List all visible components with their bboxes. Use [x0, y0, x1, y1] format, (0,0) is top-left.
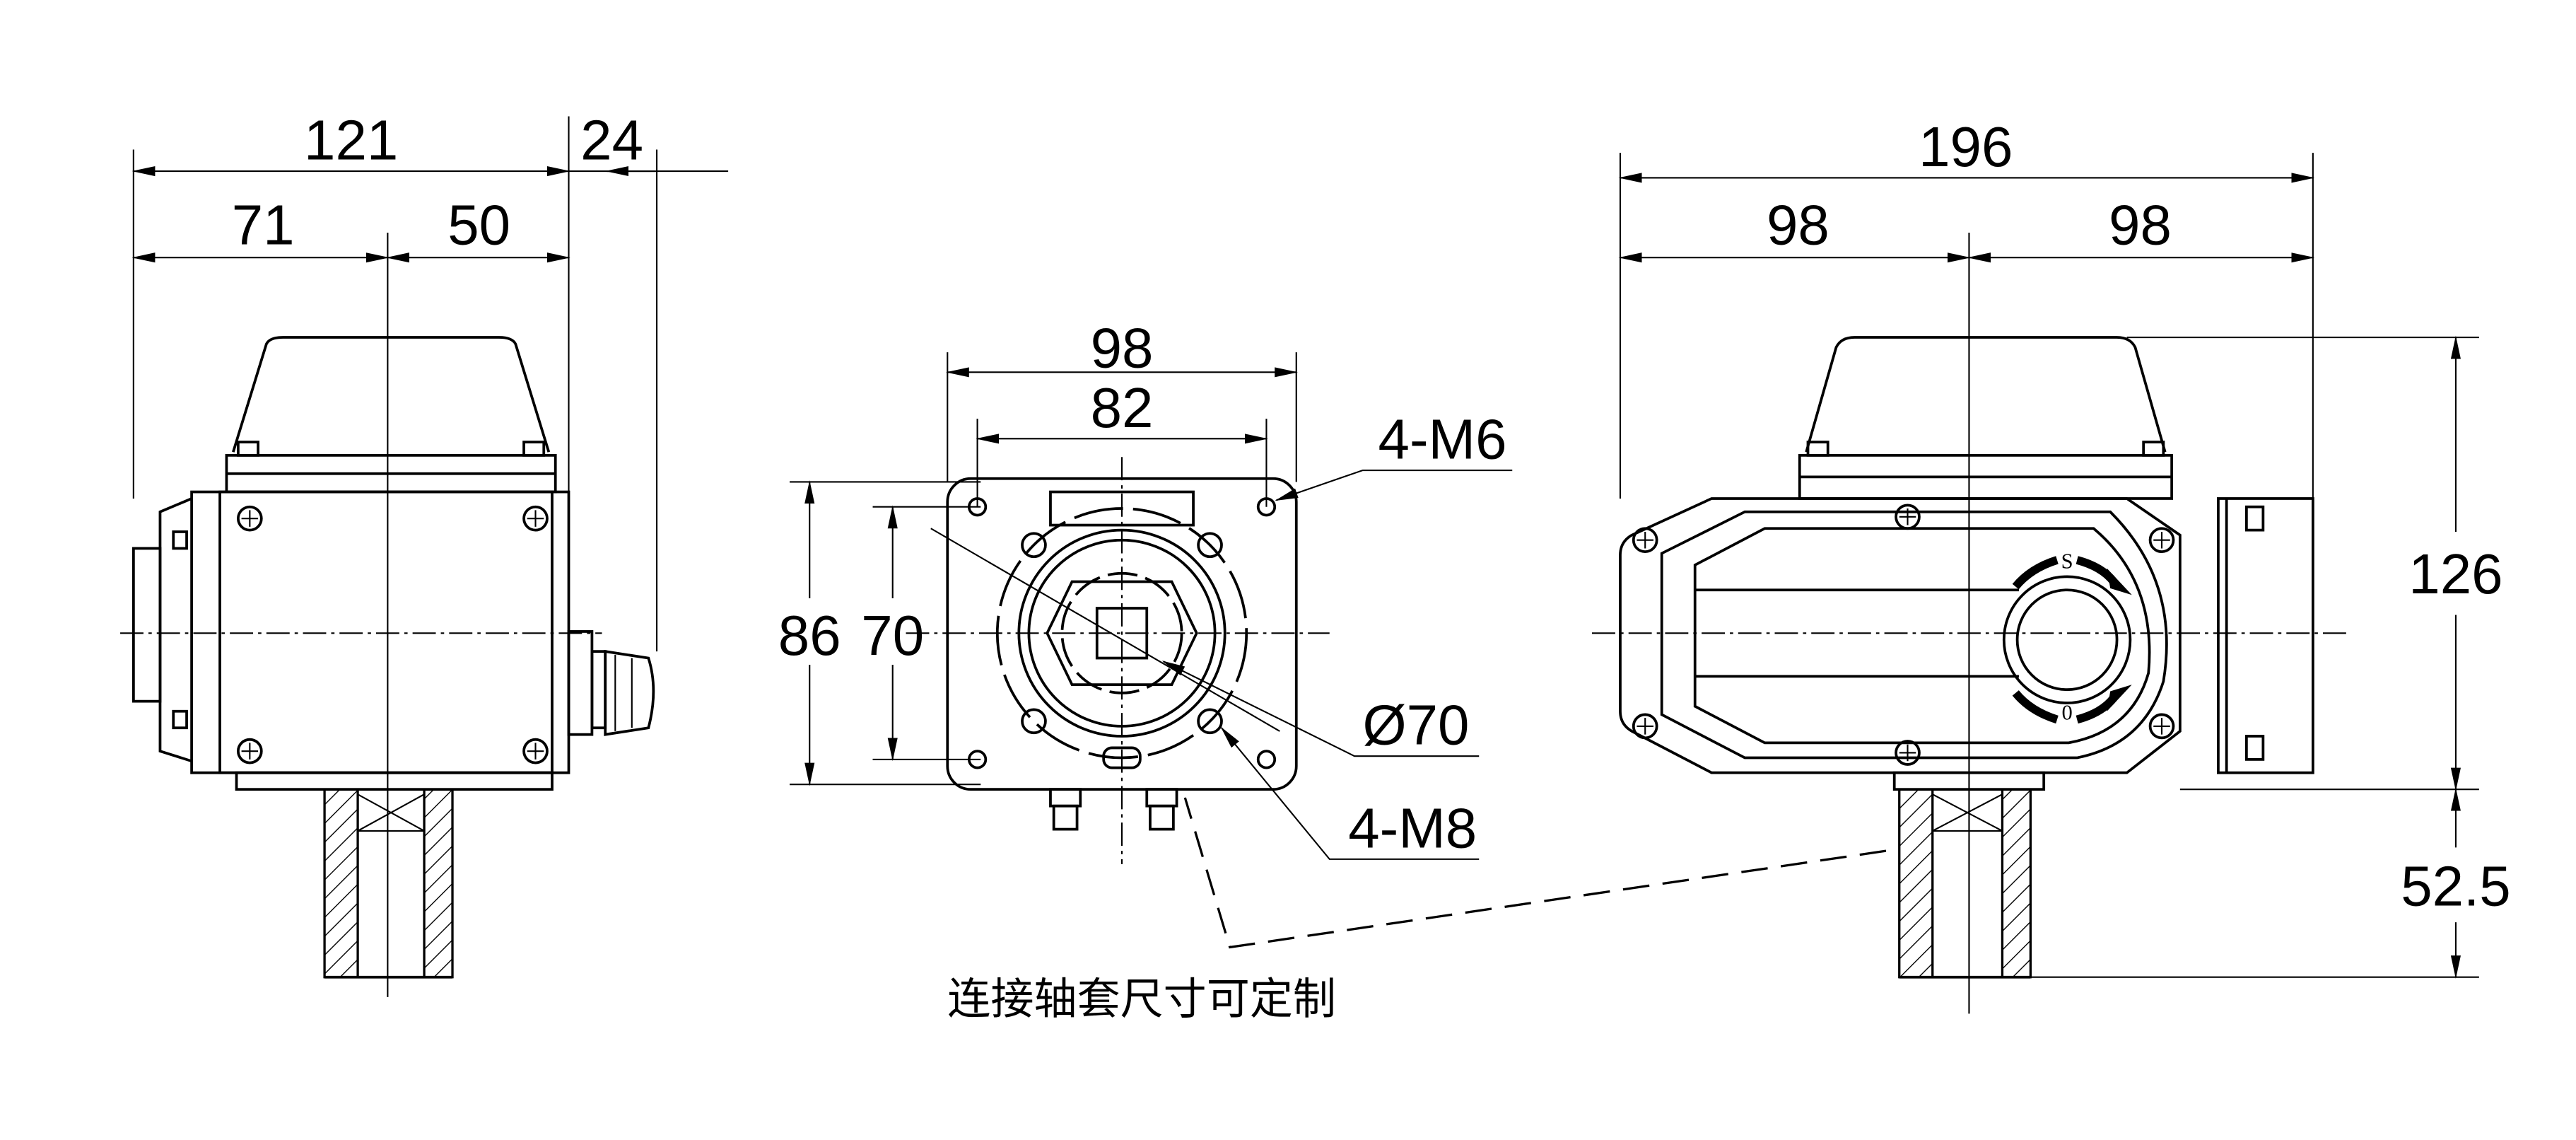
bolt-icon [1049, 788, 1082, 831]
dim-98-right: 98 [2109, 193, 2172, 256]
front-view: 196 98 98 126 52.5 S 0 [1592, 115, 2511, 1014]
dim-24: 24 [580, 109, 643, 172]
cable-gland [567, 630, 655, 736]
label-4-m8: 4-M8 [1348, 796, 1477, 859]
dim-126: 126 [2408, 542, 2502, 605]
bottom-view: 98 82 86 70 4-M6 Ø70 4-M8 [778, 316, 1513, 864]
dim-52-5: 52.5 [2401, 855, 2510, 918]
screw-icon [522, 505, 549, 532]
label-pcd-70: Ø70 [1362, 694, 1469, 757]
dim-121: 121 [304, 109, 398, 172]
screw-icon [1632, 713, 1658, 740]
side-view: 121 24 71 50 [120, 109, 729, 997]
screw-icon [237, 738, 263, 764]
screw-icon [2148, 527, 2175, 554]
screw-icon [1895, 504, 1921, 530]
indicator-0-label: 0 [2061, 700, 2072, 724]
label-4-m6: 4-M6 [1378, 408, 1507, 471]
dim-70-height: 70 [861, 604, 924, 667]
dim-86-height: 86 [778, 604, 841, 667]
dim-98-left: 98 [1767, 193, 1829, 256]
position-indicator: S 0 [2002, 549, 2132, 724]
screw-icon [2148, 713, 2175, 740]
dim-71: 71 [232, 193, 295, 256]
bolt-icon [1145, 788, 1178, 831]
dim-196: 196 [1919, 115, 2013, 178]
screw-icon [522, 738, 549, 764]
dim-50: 50 [447, 193, 510, 256]
dim-82-width: 82 [1091, 376, 1154, 439]
coupling-sleeve [323, 788, 454, 979]
screw-icon [237, 505, 263, 532]
screw-icon [1895, 740, 1921, 766]
screw-icon [1632, 527, 1658, 554]
dim-98-width: 98 [1091, 316, 1154, 379]
coupling-sleeve [1898, 788, 2032, 979]
note-leader [1183, 797, 1887, 949]
indicator-s-label: S [2061, 549, 2073, 574]
customization-note: 连接轴套尺寸可定制 [947, 974, 1336, 1024]
